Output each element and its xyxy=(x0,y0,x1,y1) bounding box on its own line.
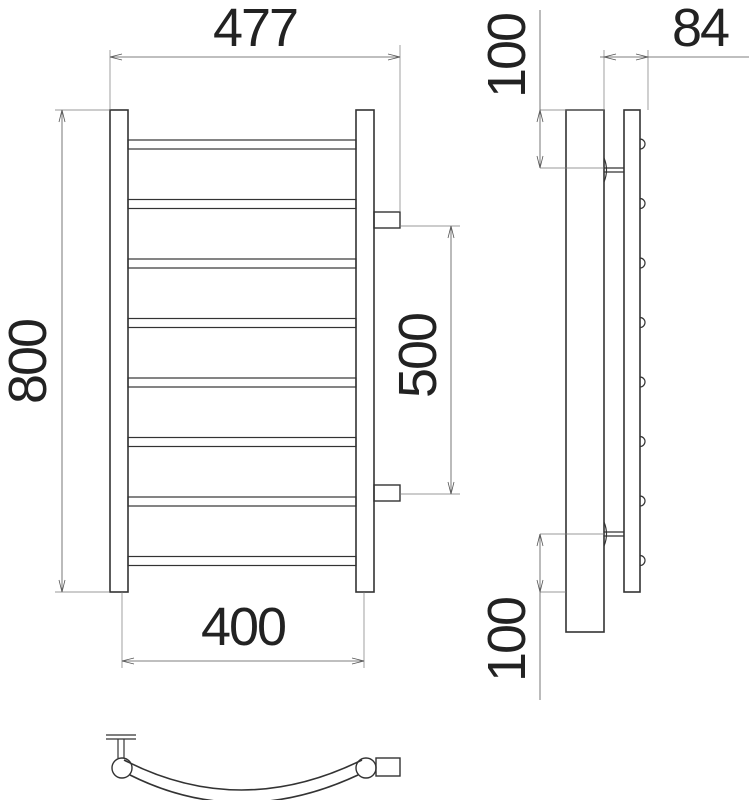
dim-100-top-label: 100 xyxy=(477,14,537,98)
dim-100-bottom-label: 100 xyxy=(477,598,537,682)
bottom-connection-pipe xyxy=(373,484,401,502)
dimension-bar-width: 400 xyxy=(121,592,365,668)
top-wall-bracket xyxy=(603,157,624,183)
top-view-curved-bar xyxy=(123,759,363,791)
crossbar-end-cap xyxy=(639,435,646,448)
crossbar-end-caps xyxy=(639,138,646,567)
dim-800-label: 800 xyxy=(0,320,58,404)
dimension-overall-width: 477 xyxy=(109,0,401,212)
front-view xyxy=(109,109,401,593)
right-rail xyxy=(355,109,375,593)
crossbar xyxy=(127,258,357,269)
side-view xyxy=(565,109,646,633)
crossbar-end-cap xyxy=(639,495,646,507)
bottom-wall-bracket xyxy=(603,521,624,547)
left-rail xyxy=(109,109,129,593)
dimension-depth: 84 xyxy=(600,0,749,110)
side-wall-plate xyxy=(565,109,605,633)
dimension-top-offset: 100 xyxy=(477,10,604,169)
top-connection-pipe xyxy=(373,211,401,229)
side-rail xyxy=(623,109,641,593)
top-view-connection xyxy=(375,757,401,777)
crossbar-end-cap xyxy=(639,257,646,269)
top-view xyxy=(106,734,401,800)
crossbar-end-cap xyxy=(639,197,646,210)
crossbar-end-cap xyxy=(639,554,646,567)
top-view-right-end xyxy=(355,757,377,779)
crossbar xyxy=(127,496,357,507)
dim-400-label: 400 xyxy=(201,597,285,657)
dim-84-label: 84 xyxy=(672,0,729,58)
crossbar xyxy=(127,436,357,448)
crossbar-end-cap xyxy=(639,376,646,388)
crossbar-end-cap xyxy=(639,316,646,329)
dimension-bottom-offset: 100 xyxy=(477,533,604,700)
dim-477-label: 477 xyxy=(213,0,297,58)
crossbar-end-cap xyxy=(639,138,646,150)
top-view-left-end xyxy=(111,757,133,779)
crossbar xyxy=(127,317,357,329)
crossbars xyxy=(127,139,357,567)
crossbar xyxy=(127,139,357,150)
crossbar xyxy=(127,555,357,567)
dim-500-label: 500 xyxy=(388,314,448,398)
crossbar xyxy=(127,198,357,210)
dimension-overall-height: 800 xyxy=(0,109,110,593)
crossbar xyxy=(127,377,357,388)
dimension-connection-distance: 500 xyxy=(388,225,460,495)
